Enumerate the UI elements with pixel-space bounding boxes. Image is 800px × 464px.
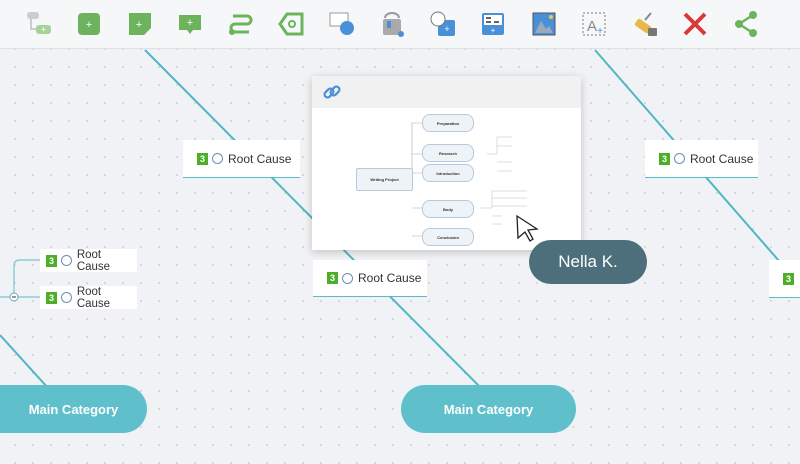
connector-line xyxy=(0,259,40,298)
format-painter-button[interactable] xyxy=(626,6,663,43)
svg-text:A: A xyxy=(587,18,597,35)
preview-header xyxy=(312,76,581,108)
node-label: Root Cause xyxy=(76,248,111,273)
tag-icon xyxy=(278,12,304,36)
delete-x-icon xyxy=(683,12,707,36)
add-note-button[interactable]: + xyxy=(121,6,158,43)
shape-icon xyxy=(329,12,354,35)
add-comment-button[interactable]: + xyxy=(172,6,209,43)
paint-bucket-icon xyxy=(383,12,404,37)
priority-badge: 3 xyxy=(327,272,338,284)
root-cause-node[interactable]: 3 Root Cause xyxy=(313,260,427,297)
fill-color-button[interactable] xyxy=(374,6,411,43)
link-preview-card[interactable]: Writing Project Preparation Research Int… xyxy=(312,76,581,250)
share-button[interactable] xyxy=(727,6,764,43)
add-relationship-button[interactable] xyxy=(222,6,259,43)
task-circle-icon[interactable] xyxy=(60,292,72,303)
svg-text:+: + xyxy=(135,19,141,31)
svg-text:+: + xyxy=(187,17,193,29)
add-shape-button[interactable] xyxy=(323,6,360,43)
format-painter-icon xyxy=(634,12,657,36)
node-label: Root Cause xyxy=(228,151,292,166)
svg-text:+: + xyxy=(444,24,449,34)
root-cause-node[interactable]: 3 Root Cause xyxy=(40,285,137,310)
table-icon: + xyxy=(482,13,504,35)
svg-text:+: + xyxy=(597,26,603,37)
node-label: Root Cause xyxy=(76,285,111,310)
mindmap-branch: Body xyxy=(422,200,474,218)
bone-line xyxy=(0,334,49,389)
add-tag-button[interactable] xyxy=(273,6,310,43)
node-label: Root Cause xyxy=(358,271,422,285)
share-icon xyxy=(734,11,757,37)
image-icon xyxy=(532,12,555,36)
mindmap-branch: Conclusion xyxy=(422,228,474,246)
root-cause-node[interactable]: 3 Root Cause xyxy=(183,140,300,178)
priority-badge: 3 xyxy=(46,291,57,304)
task-circle-icon[interactable] xyxy=(212,153,223,164)
mindmap-connectors xyxy=(407,122,527,237)
svg-text:+: + xyxy=(86,19,92,31)
mouse-cursor-icon xyxy=(516,214,539,242)
relationship-icon xyxy=(228,14,252,35)
main-category-node[interactable]: Main Category xyxy=(0,385,147,433)
collaborator-cursor-label: Nella K. xyxy=(529,240,647,284)
add-text-button[interactable]: A+ xyxy=(576,6,613,43)
add-topic-button[interactable]: + xyxy=(71,6,108,43)
mindmap-branch: Introduction xyxy=(422,164,474,182)
task-circle-icon[interactable] xyxy=(60,255,72,266)
priority-badge: 3 xyxy=(783,272,794,285)
main-category-node[interactable]: Main Category xyxy=(401,385,576,433)
add-subtopic-button[interactable]: + xyxy=(20,6,57,43)
priority-badge: 3 xyxy=(197,152,208,165)
callout-icon: + xyxy=(430,11,455,36)
insert-image-button[interactable] xyxy=(525,6,562,43)
link-icon xyxy=(323,85,341,99)
node-label: Root Cause xyxy=(690,151,754,166)
mindmap-branch: Research xyxy=(422,144,474,162)
priority-badge: 3 xyxy=(659,152,670,165)
priority-badge: 3 xyxy=(46,254,57,267)
main-category-label: Main Category xyxy=(443,401,534,417)
main-category-label: Main Category xyxy=(28,401,119,417)
task-circle-icon[interactable] xyxy=(674,153,685,164)
toolbar: + + + + + + A+ xyxy=(0,0,800,49)
root-cause-node[interactable]: 3 Root Cause xyxy=(40,248,137,273)
text-icon: A+ xyxy=(582,12,606,37)
add-callout-button[interactable]: + xyxy=(424,6,461,43)
root-cause-node[interactable]: 3 Root Cause xyxy=(645,140,758,178)
task-circle-icon[interactable] xyxy=(342,272,353,284)
svg-text:+: + xyxy=(40,25,45,35)
delete-button[interactable] xyxy=(677,6,714,43)
note-icon: + xyxy=(128,13,151,35)
mindmap-center-node: Writing Project xyxy=(356,168,413,191)
add-table-button[interactable]: + xyxy=(475,6,512,43)
subtopic-icon: + xyxy=(26,12,51,35)
mindmap-branch: Preparation xyxy=(422,114,474,132)
root-cause-node-partial[interactable]: 3 xyxy=(769,260,800,298)
topic-icon: + xyxy=(78,13,100,35)
comment-icon: + xyxy=(179,15,201,34)
svg-text:+: + xyxy=(491,26,496,35)
